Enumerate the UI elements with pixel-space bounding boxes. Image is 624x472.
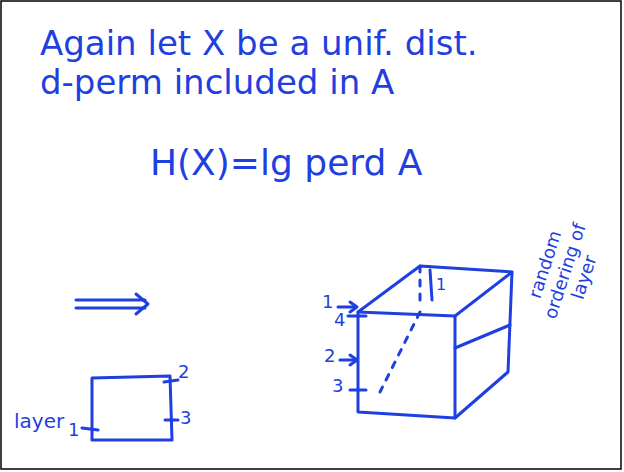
layer-square xyxy=(82,376,178,440)
callout-number: 1 xyxy=(68,420,88,441)
statement-text: Again let X be a unif. dist. d-perm incl… xyxy=(40,24,510,102)
callout-number: 2 xyxy=(324,346,344,367)
callout-number: 4 xyxy=(334,310,354,331)
double-arrow xyxy=(76,294,148,314)
callout-number: 3 xyxy=(180,408,200,429)
cube-drawing xyxy=(338,266,512,418)
callout-number: 2 xyxy=(178,362,198,383)
callout-number: 1 xyxy=(436,276,456,294)
entropy-formula: H(X)=lg perd A xyxy=(150,142,510,183)
callout-number: 3 xyxy=(332,376,352,397)
layer-label: layer xyxy=(14,410,94,433)
rotated-note: random ordering of layer xyxy=(515,200,614,343)
